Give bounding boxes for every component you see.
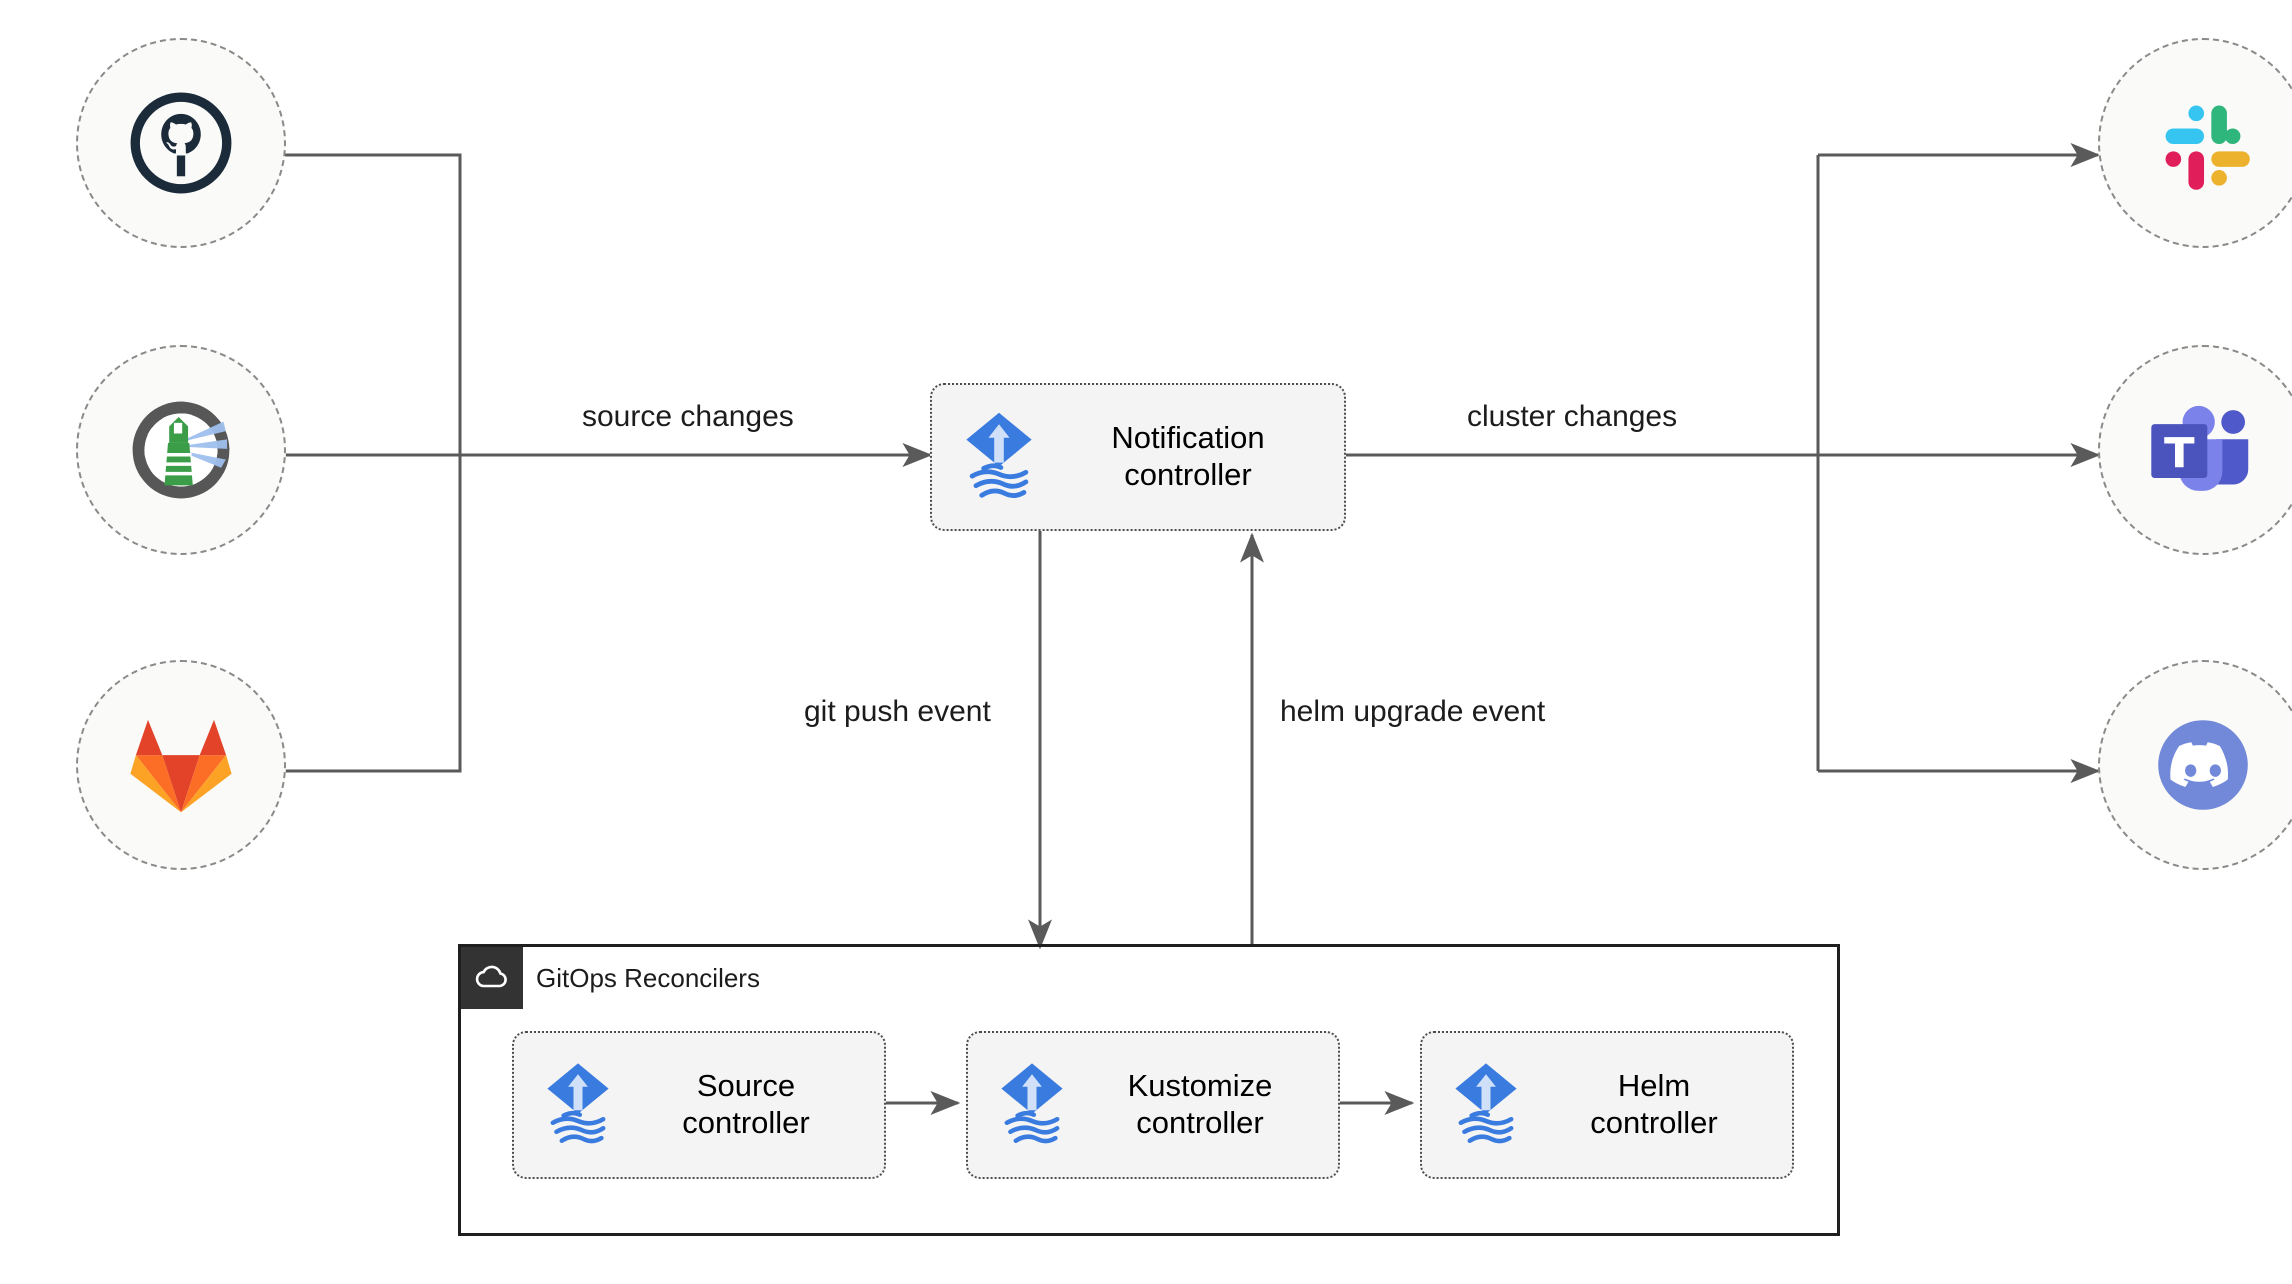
kustomize-controller-node[interactable]: Kustomize controller — [966, 1031, 1340, 1179]
provider-node-slack[interactable] — [2098, 38, 2292, 248]
source-controller-label: Source controller — [682, 1068, 810, 1140]
gitlab-icon — [130, 719, 232, 813]
provider-node-discord[interactable] — [2098, 660, 2292, 870]
flux-lighthouse-icon — [132, 401, 230, 499]
gitops-reconcilers-group — [458, 944, 1840, 1236]
edge-label-helm-upgrade-event: helm upgrade event — [1272, 695, 1554, 729]
provider-node-teams[interactable] — [2098, 345, 2292, 555]
cloud-icon — [475, 965, 507, 988]
source-node-gitlab[interactable] — [76, 660, 286, 870]
wire-github-to-bus — [216, 153, 462, 455]
source-node-flux[interactable] — [76, 345, 286, 555]
source-node-github[interactable] — [76, 38, 286, 248]
flux-logo-icon — [1448, 1058, 1524, 1153]
edge-label-cluster-changes: cluster changes — [1459, 400, 1686, 434]
source-controller-node[interactable]: Source controller — [512, 1031, 886, 1179]
edge-label-source-changes: source changes — [574, 400, 802, 434]
flux-logo-icon — [958, 407, 1040, 508]
flux-logo-icon — [994, 1058, 1070, 1153]
helm-controller-node[interactable]: Helm controller — [1420, 1031, 1794, 1179]
helm-controller-label: Helm controller — [1590, 1068, 1718, 1140]
slack-icon — [2165, 105, 2250, 190]
notification-controller-label: Notification controller — [1111, 420, 1265, 492]
notification-controller-node[interactable]: Notification controller — [930, 383, 1346, 531]
flux-logo-icon — [540, 1058, 616, 1153]
gitops-reconcilers-tab — [461, 947, 523, 1009]
edge-label-git-push-event: git push event — [796, 695, 999, 729]
wire-gitlab-to-bus — [216, 455, 462, 773]
gitops-reconcilers-title: GitOps Reconcilers — [536, 963, 760, 993]
teams-icon — [2151, 405, 2249, 491]
discord-icon — [2158, 720, 2248, 810]
github-icon — [130, 92, 232, 194]
kustomize-controller-label: Kustomize controller — [1127, 1068, 1273, 1140]
